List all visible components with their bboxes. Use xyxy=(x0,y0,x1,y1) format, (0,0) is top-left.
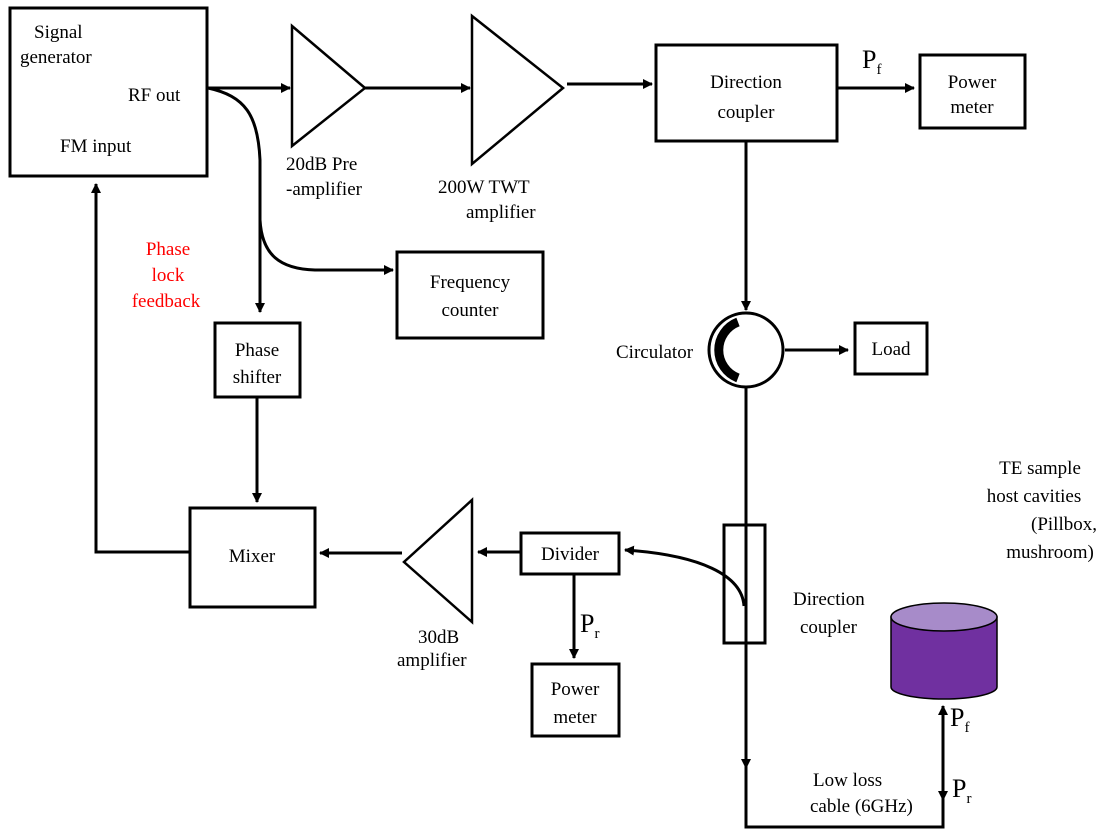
te-cavities-label-3: (Pillbox, xyxy=(1031,514,1097,535)
direction-coupler-bottom-box xyxy=(722,523,767,645)
power-meter-bottom-label-1: Power xyxy=(551,679,600,700)
direction-coupler-top-box xyxy=(654,43,839,143)
phase-shifter-box xyxy=(213,321,302,399)
twt-amplifier-label-2: amplifier xyxy=(466,202,536,223)
frequency-counter-box xyxy=(395,250,545,340)
pr-cavity-symbol: Pr xyxy=(952,774,971,807)
divider-label: Divider xyxy=(541,544,600,565)
frequency-counter-label-1: Frequency xyxy=(430,272,511,293)
power-meter-top-box xyxy=(918,53,1027,130)
twt-amplifier-triangle xyxy=(470,13,565,167)
wire-rf-to-frequency-counter xyxy=(258,219,394,275)
te-cavities-label-1: TE sample xyxy=(999,458,1081,479)
wire-coupler-to-divider xyxy=(624,545,746,607)
signal-generator-box xyxy=(8,6,209,178)
direction-coupler-top-label-2: coupler xyxy=(718,102,776,123)
phase-lock-label-1: Phase xyxy=(146,239,190,260)
power-meter-top-label-1: Power xyxy=(948,72,997,93)
direction-coupler-bottom-label-2: coupler xyxy=(800,617,858,638)
cable-label-2: cable (6GHz) xyxy=(810,796,913,817)
circulator-label: Circulator xyxy=(616,342,694,363)
signal-generator-label-1: Signal xyxy=(34,22,83,43)
amplifier-30db-triangle xyxy=(402,497,474,625)
amplifier-30db-label-2: amplifier xyxy=(397,650,467,671)
power-meter-bottom-box xyxy=(530,662,621,738)
pre-amplifier-triangle xyxy=(290,23,367,149)
phase-lock-label-2: lock xyxy=(152,265,185,286)
phase-lock-label-3: feedback xyxy=(132,291,201,312)
te-cavities-label-4: mushroom) xyxy=(1006,542,1094,563)
twt-amplifier-label-1: 200W TWT xyxy=(438,177,530,198)
load-label: Load xyxy=(871,339,911,360)
load-box xyxy=(853,321,929,376)
direction-coupler-top-label-1: Direction xyxy=(710,72,782,93)
pf-top-symbol: Pf xyxy=(862,45,881,78)
cable-label-1: Low loss xyxy=(813,770,882,791)
frequency-counter-label-2: counter xyxy=(442,300,500,321)
divider-box xyxy=(519,531,621,576)
te-cavities-label-2: host cavities xyxy=(987,486,1081,507)
power-meter-top-label-2: meter xyxy=(950,97,994,118)
mixer-label: Mixer xyxy=(229,546,276,567)
circulator-arc-icon xyxy=(714,317,740,383)
rf-out-label: RF out xyxy=(128,85,181,106)
power-meter-bottom-label-2: meter xyxy=(553,707,597,728)
pre-amplifier-label-1: 20dB Pre xyxy=(286,154,357,175)
phase-shifter-label-2: shifter xyxy=(233,367,282,388)
pf-cavity-symbol: Pf xyxy=(950,703,969,736)
wire-mixer-to-fm-input xyxy=(91,183,190,554)
amplifier-30db-label-1: 30dB xyxy=(418,627,459,648)
te-cavity-cylinder xyxy=(890,602,998,700)
pre-amplifier-label-2: -amplifier xyxy=(286,179,363,200)
pr-divider-symbol: Pr xyxy=(580,609,599,642)
signal-generator-label-2: generator xyxy=(20,47,92,68)
direction-coupler-bottom-label-1: Direction xyxy=(793,589,865,610)
mixer-box xyxy=(188,506,317,609)
phase-shifter-label-1: Phase xyxy=(235,340,279,361)
wire-rf-to-phase-shifter xyxy=(207,86,265,313)
fm-input-label: FM input xyxy=(60,136,132,157)
